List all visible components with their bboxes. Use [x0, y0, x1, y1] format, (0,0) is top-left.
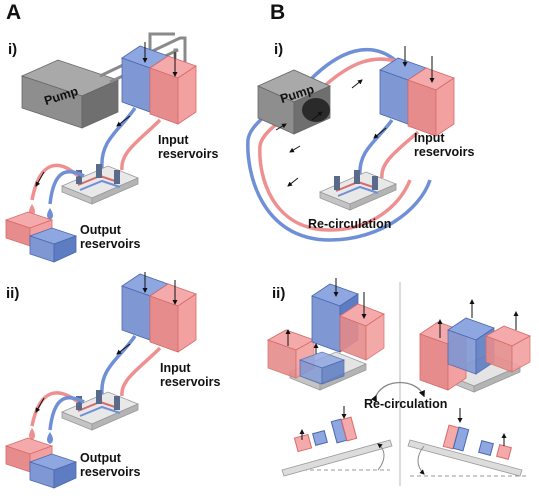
panel-a-i-drawing	[4, 32, 197, 263]
recirculation-label-b-i: Re-circulation	[308, 217, 392, 231]
output-reservoirs-a-i	[4, 211, 78, 263]
subpanel-label-a-ii: ii)	[6, 285, 20, 302]
panel-b-ii-drawing	[267, 278, 531, 486]
red-input-reservoir-a-ii	[149, 283, 197, 353]
panel-label-a: A	[6, 1, 22, 24]
output-reservoirs-label-a-ii: Output reservoirs	[80, 451, 141, 479]
microfluidic-chip-a-ii	[60, 390, 140, 431]
subpanel-label-a-i: i)	[8, 41, 18, 58]
microfluidic-chip-b-i	[318, 170, 398, 211]
input-reservoirs-label-a-ii: Input reservoirs	[160, 361, 221, 389]
recirculation-label-b-ii: Re-circulation	[364, 397, 448, 411]
panel-a-ii-drawing	[4, 272, 197, 489]
panel-label-b: B	[270, 1, 286, 24]
reservoir-assembly-right	[419, 299, 531, 393]
subpanel-label-b-ii: ii)	[272, 285, 286, 302]
subpanel-label-b-i: i)	[274, 41, 284, 58]
output-reservoirs-label-a-i: Output reservoirs	[80, 223, 141, 251]
reservoir-assembly-left	[267, 278, 385, 391]
panel-b-i-drawing	[246, 46, 455, 242]
input-reservoirs-label-a-i: Input reservoirs	[158, 133, 219, 161]
tilt-schematic-right	[407, 408, 526, 477]
input-reservoirs-label-b-i: Input reservoirs	[414, 131, 475, 159]
pump-b	[257, 69, 331, 135]
output-reservoirs-a-ii	[4, 437, 78, 489]
red-input-reservoir-b-i	[407, 67, 455, 137]
red-input-reservoir-a-i	[149, 55, 197, 125]
swap-arrow	[370, 382, 425, 403]
tilt-schematic-left	[281, 406, 393, 477]
pump-a	[20, 59, 120, 129]
microfluidic-chip-a-i	[60, 164, 140, 205]
